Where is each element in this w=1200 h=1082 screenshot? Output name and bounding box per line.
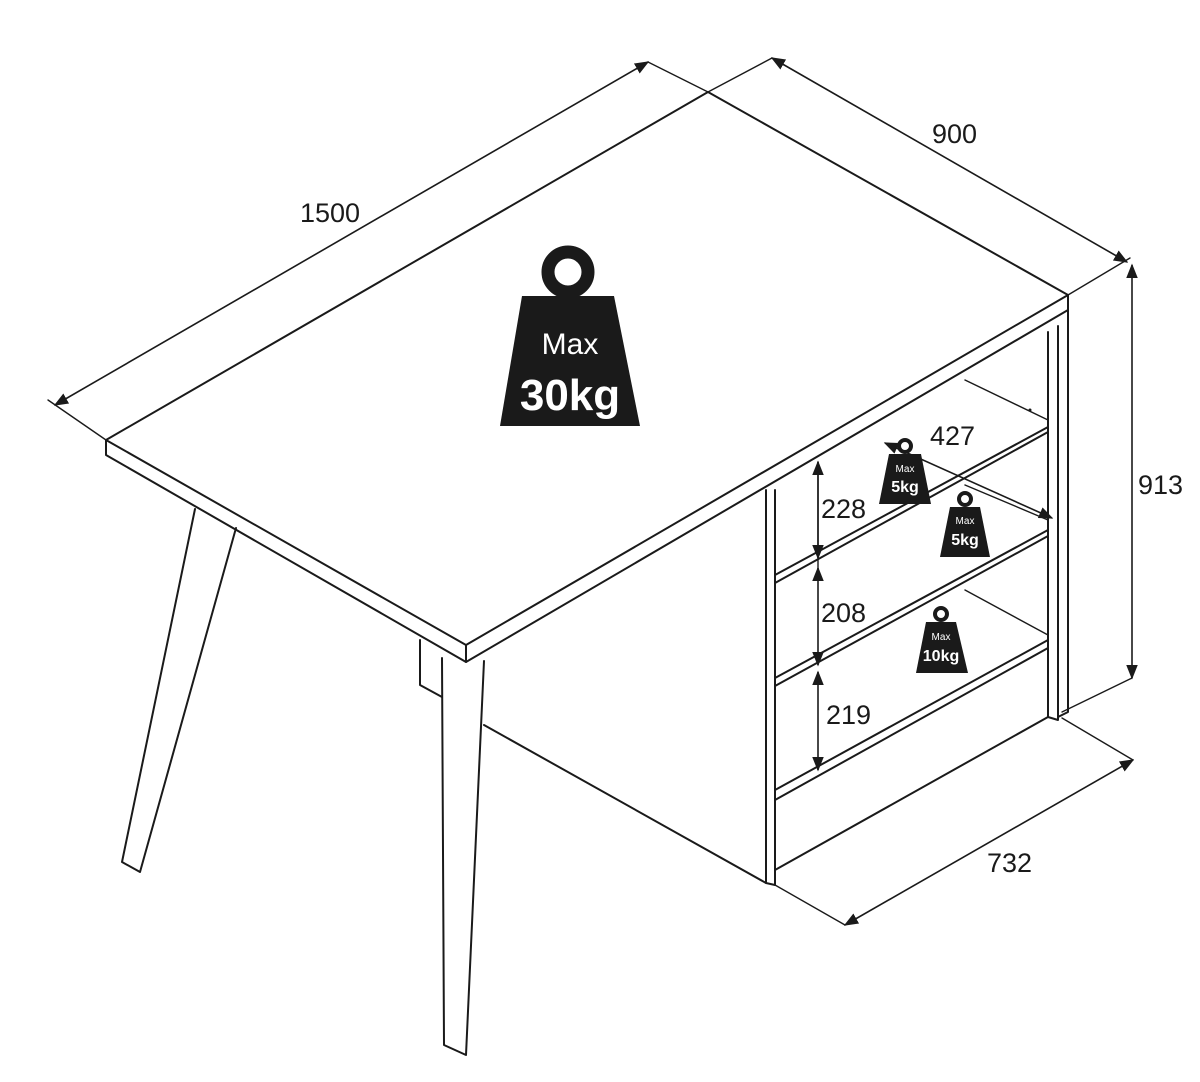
weight-icon-shelf-1: Max 5kg [879, 438, 931, 504]
shelf-3-height-label: 219 [826, 700, 871, 730]
weight-top-value: 30kg [520, 371, 620, 420]
dimension-width [47, 61, 709, 441]
dimension-height [1061, 263, 1138, 713]
weight-shelf-1-value: 5kg [891, 479, 919, 496]
weight-icon-shelf-2: Max 5kg [940, 491, 990, 557]
weight-shelf-3-label: Max [932, 632, 951, 643]
shelf-width-label: 427 [930, 421, 975, 451]
width-label: 1500 [300, 198, 360, 228]
weight-shelf-3-value: 10kg [923, 648, 959, 665]
dimension-cabinet-depth [774, 717, 1135, 926]
height-label: 913 [1138, 470, 1183, 500]
weight-top-label: Max [542, 328, 599, 361]
weight-shelf-1-label: Max [896, 464, 915, 475]
weight-shelf-2-label: Max [956, 516, 975, 527]
desk-legs [121, 508, 767, 1056]
shelf-1-height-label: 228 [821, 494, 866, 524]
shelf-2-height-label: 208 [821, 598, 866, 628]
dimension-depth [707, 57, 1131, 296]
cabinet [765, 309, 1069, 886]
weight-icon-top: Max 30kg [500, 245, 640, 426]
weight-shelf-2-value: 5kg [951, 532, 979, 549]
weight-icon-shelf-3: Max 10kg [916, 606, 968, 673]
cabinet-depth-label: 732 [987, 848, 1032, 878]
depth-label: 900 [932, 119, 977, 149]
